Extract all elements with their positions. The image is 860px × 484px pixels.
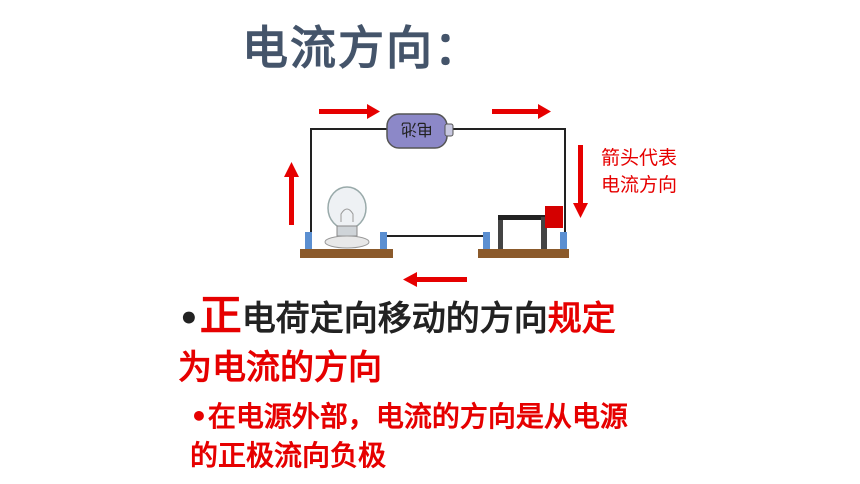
switch (478, 206, 569, 258)
positive-char: 正 (199, 291, 242, 340)
arrow-legend: 箭头代表 电流方向 (601, 145, 677, 199)
wire-top-right (448, 128, 566, 243)
battery-label: 电池 (401, 120, 433, 139)
bullet-1-rule: 规定 (547, 299, 616, 339)
bullet-dot: • (178, 299, 200, 339)
battery: 电池 (386, 113, 454, 149)
sub-bullet-line1: •在电源外部，电流的方向是从电源 (190, 400, 628, 433)
arrow-right-down (573, 145, 588, 218)
arrow-bottom-left (403, 272, 467, 287)
slide-title: 电流方向： (242, 21, 482, 75)
arrow-left-up (284, 162, 299, 225)
current-arrows (284, 104, 588, 287)
circuit-wires (310, 128, 566, 243)
bullet-point-1-line2: 为电流的方向 (178, 348, 382, 388)
sub-bullet-line2: 的正极流向负极 (190, 439, 387, 472)
bulb-base-board (300, 232, 393, 258)
bulb (324, 186, 370, 249)
wire-top-left (310, 128, 388, 243)
arrow-top-left (319, 104, 380, 119)
bullet-1-middle: 电荷定向移动的方向 (241, 299, 548, 339)
arrow-legend-line1: 箭头代表 (601, 147, 678, 169)
arrow-legend-line2: 电流方向 (601, 174, 678, 196)
arrow-top-right (492, 104, 551, 119)
bullet-point-1: •正电荷定向移动的方向规定 (178, 282, 616, 343)
